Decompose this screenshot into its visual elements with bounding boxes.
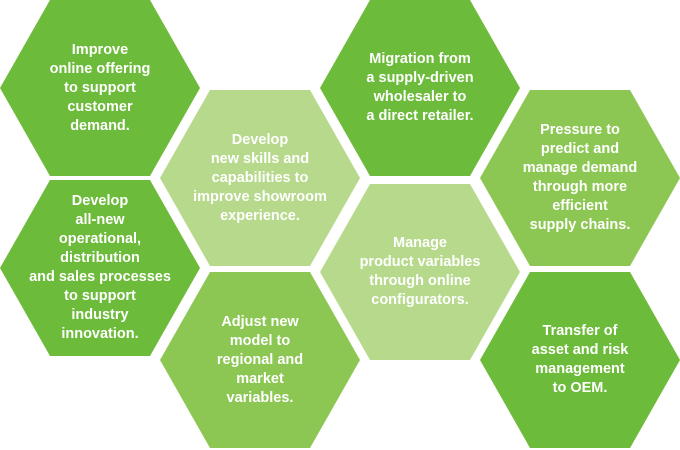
hex-migration: Migration from a supply-driven wholesale… xyxy=(320,0,520,176)
hex-transfer-of-asset: Transfer of asset and risk management to… xyxy=(480,272,680,448)
hex-manage-product-variables: Manage product variables through online … xyxy=(320,184,520,360)
hex-label: Improve online offering to support custo… xyxy=(49,41,151,134)
hex-label: Pressure to predict and manage demand th… xyxy=(522,122,638,233)
hex-improve-online-offering: Improve online offering to support custo… xyxy=(0,0,200,176)
hex-label: Develop new skills and capabilities to i… xyxy=(193,131,327,224)
hex-label: Develop all-new operational, distributio… xyxy=(29,193,171,342)
hex-label: Transfer of asset and risk management to… xyxy=(531,323,629,396)
hex-adjust-new-model: Adjust new model to regional and market … xyxy=(160,272,360,448)
hex-develop-new-skills: Develop new skills and capabilities to i… xyxy=(160,90,360,266)
hex-label: Migration from a supply-driven wholesale… xyxy=(366,51,474,124)
hex-develop-all-new: Develop all-new operational, distributio… xyxy=(0,180,200,356)
hex-pressure-to-predict: Pressure to predict and manage demand th… xyxy=(480,90,680,266)
hex-label: Manage product variables through online … xyxy=(359,235,481,308)
hex-label: Adjust new model to regional and market … xyxy=(216,313,304,406)
